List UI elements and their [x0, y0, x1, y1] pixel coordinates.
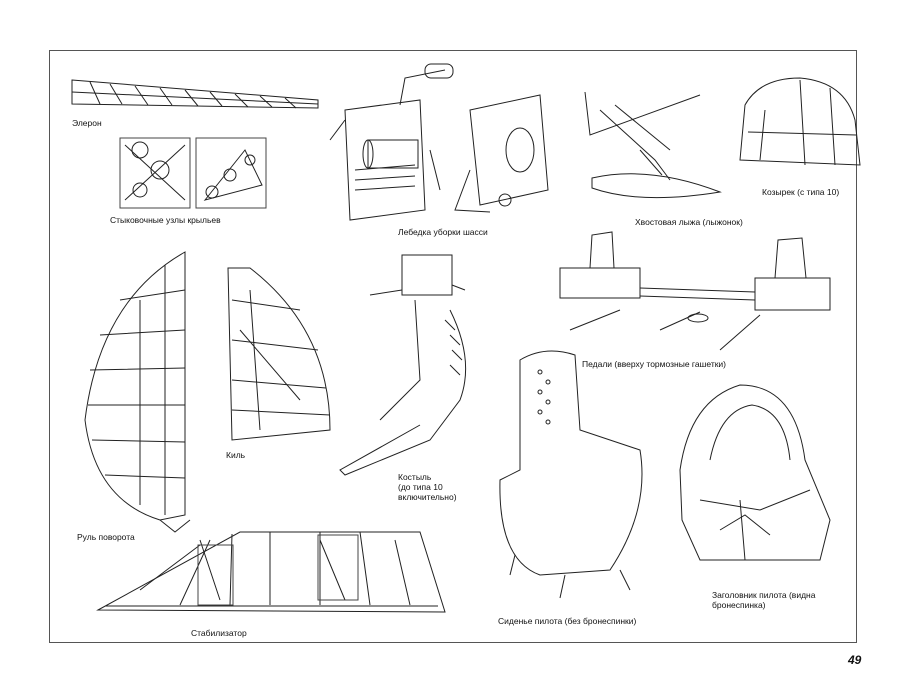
- rudder-drawing: [84, 251, 191, 533]
- headrest-drawing: [679, 384, 831, 561]
- stabilizer-drawing: [96, 531, 446, 613]
- page-frame: [49, 50, 857, 643]
- seat-drawing: [499, 350, 643, 599]
- caption-headrest-line2: бронеспинка): [712, 600, 766, 610]
- caption-wing-joints: Стыковочные узлы крыльев: [110, 215, 221, 225]
- crutch-drawing: [339, 254, 467, 476]
- gear-fitting-drawing: [454, 94, 549, 213]
- wing-joints-drawing: [119, 137, 267, 209]
- caption-visor: Козырек (с типа 10): [762, 187, 840, 197]
- caption-crutch-line1: Костыль: [398, 472, 432, 482]
- caption-crutch-line2: (до типа 10: [398, 482, 443, 492]
- aileron-drawing: [71, 79, 319, 109]
- caption-tail-skid: Хвостовая лыжа (лыжонок): [635, 217, 743, 227]
- caption-stabilizer: Стабилизатор: [191, 628, 247, 638]
- caption-fin: Киль: [226, 450, 246, 460]
- caption-pedals: Педали (вверху тормозные гашетки): [582, 359, 727, 369]
- caption-crutch-line3: включительно): [398, 492, 457, 502]
- caption-winch: Лебедка уборки шасси: [398, 227, 488, 237]
- caption-aileron: Элерон: [72, 118, 102, 128]
- fin-drawing: [227, 267, 331, 441]
- tail-skid-drawing: [584, 91, 722, 199]
- caption-seat: Сиденье пилота (без бронеспинки): [498, 616, 637, 626]
- caption-headrest-line1: Заголовник пилота (видна: [712, 590, 816, 600]
- winch-drawing: [329, 63, 454, 221]
- pedals-drawing: [559, 231, 831, 351]
- page-number: 49: [848, 653, 862, 667]
- caption-rudder: Руль поворота: [77, 532, 135, 542]
- visor-drawing: [739, 77, 861, 166]
